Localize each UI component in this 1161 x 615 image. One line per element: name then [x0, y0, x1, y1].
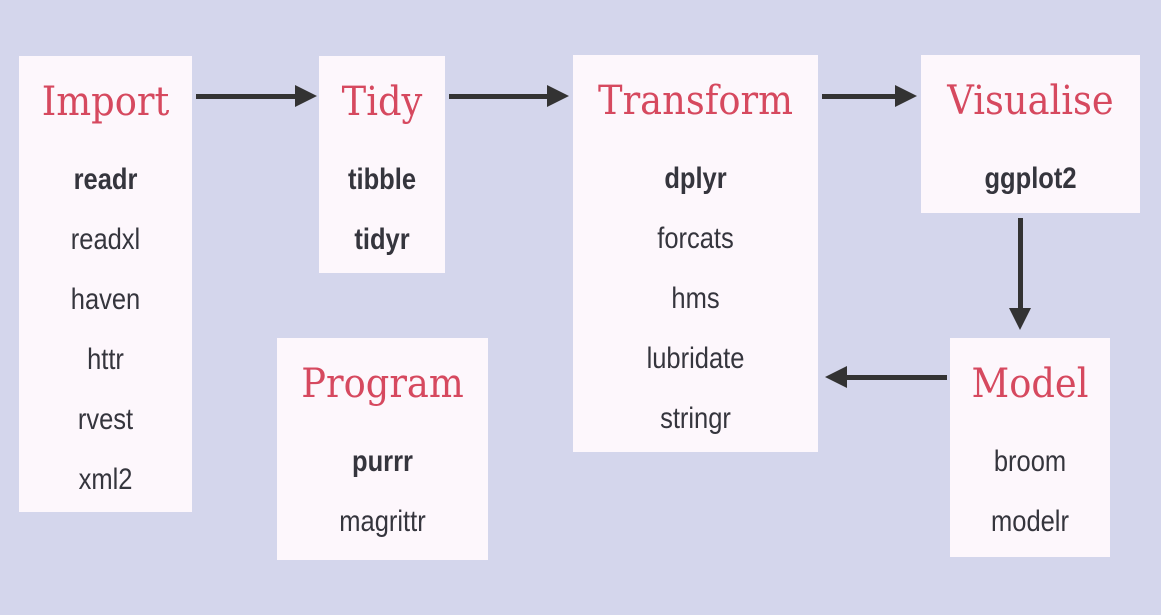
- stage-box-transform: Transform dplyr forcats hms lubridate st…: [573, 55, 818, 452]
- package-name: magrittr: [339, 505, 426, 538]
- stage-box-visualise: Visualise ggplot2: [921, 55, 1140, 213]
- stage-title-tidy: Tidy: [341, 79, 423, 125]
- arrowhead-right-icon: [547, 85, 569, 107]
- package-name: readxl: [70, 223, 141, 256]
- stage-box-tidy: Tidy tibble tidyr: [319, 56, 445, 273]
- package-name: dplyr: [664, 162, 727, 195]
- package-name: forcats: [657, 222, 734, 255]
- arrow-model-to-transform-icon: [825, 366, 947, 389]
- package-name: tibble: [348, 163, 416, 196]
- package-name: stringr: [660, 402, 731, 435]
- package-list-visualise: ggplot2: [921, 149, 1140, 209]
- stage-title-visualise: Visualise: [947, 78, 1114, 124]
- stage-box-import: Import readr readxl haven httr rvest xml…: [19, 56, 192, 512]
- arrowhead-right-icon: [895, 85, 917, 107]
- package-list-program: purrr magrittr: [277, 432, 488, 552]
- stage-title-transform: Transform: [598, 78, 793, 124]
- arrowhead-right-icon: [295, 85, 317, 107]
- arrow-shaft: [196, 94, 296, 99]
- arrow-transform-to-visualise-icon: [822, 85, 917, 108]
- arrow-tidy-to-transform-icon: [449, 85, 569, 108]
- package-name: readr: [73, 163, 138, 196]
- arrow-visualise-to-model-icon: [1009, 218, 1032, 330]
- stage-box-program: Program purrr magrittr: [277, 338, 488, 560]
- package-name: modelr: [991, 505, 1069, 538]
- package-name: tidyr: [354, 223, 410, 256]
- arrow-shaft: [1018, 218, 1023, 309]
- package-name: lubridate: [646, 342, 745, 375]
- arrow-shaft: [846, 375, 947, 380]
- package-name: broom: [993, 445, 1067, 478]
- stage-title-import: Import: [41, 79, 170, 125]
- arrow-shaft: [822, 94, 896, 99]
- package-list-transform: dplyr forcats hms lubridate stringr: [573, 149, 818, 449]
- package-name: purrr: [352, 445, 413, 478]
- arrow-shaft: [449, 94, 548, 99]
- package-name: ggplot2: [984, 162, 1077, 195]
- package-name: xml2: [78, 463, 133, 496]
- arrowhead-down-icon: [1009, 308, 1031, 330]
- arrow-import-to-tidy-icon: [196, 85, 317, 108]
- package-list-model: broom modelr: [950, 432, 1110, 552]
- package-list-import: readr readxl haven httr rvest xml2: [19, 150, 192, 510]
- package-name: httr: [87, 343, 124, 376]
- arrowhead-left-icon: [825, 366, 847, 388]
- stage-title-program: Program: [301, 361, 464, 407]
- package-list-tidy: tibble tidyr: [319, 150, 445, 270]
- package-name: haven: [70, 283, 141, 316]
- package-name: hms: [671, 282, 720, 315]
- stage-title-model: Model: [971, 361, 1089, 407]
- stage-box-model: Model broom modelr: [950, 338, 1110, 557]
- package-name: rvest: [77, 403, 134, 436]
